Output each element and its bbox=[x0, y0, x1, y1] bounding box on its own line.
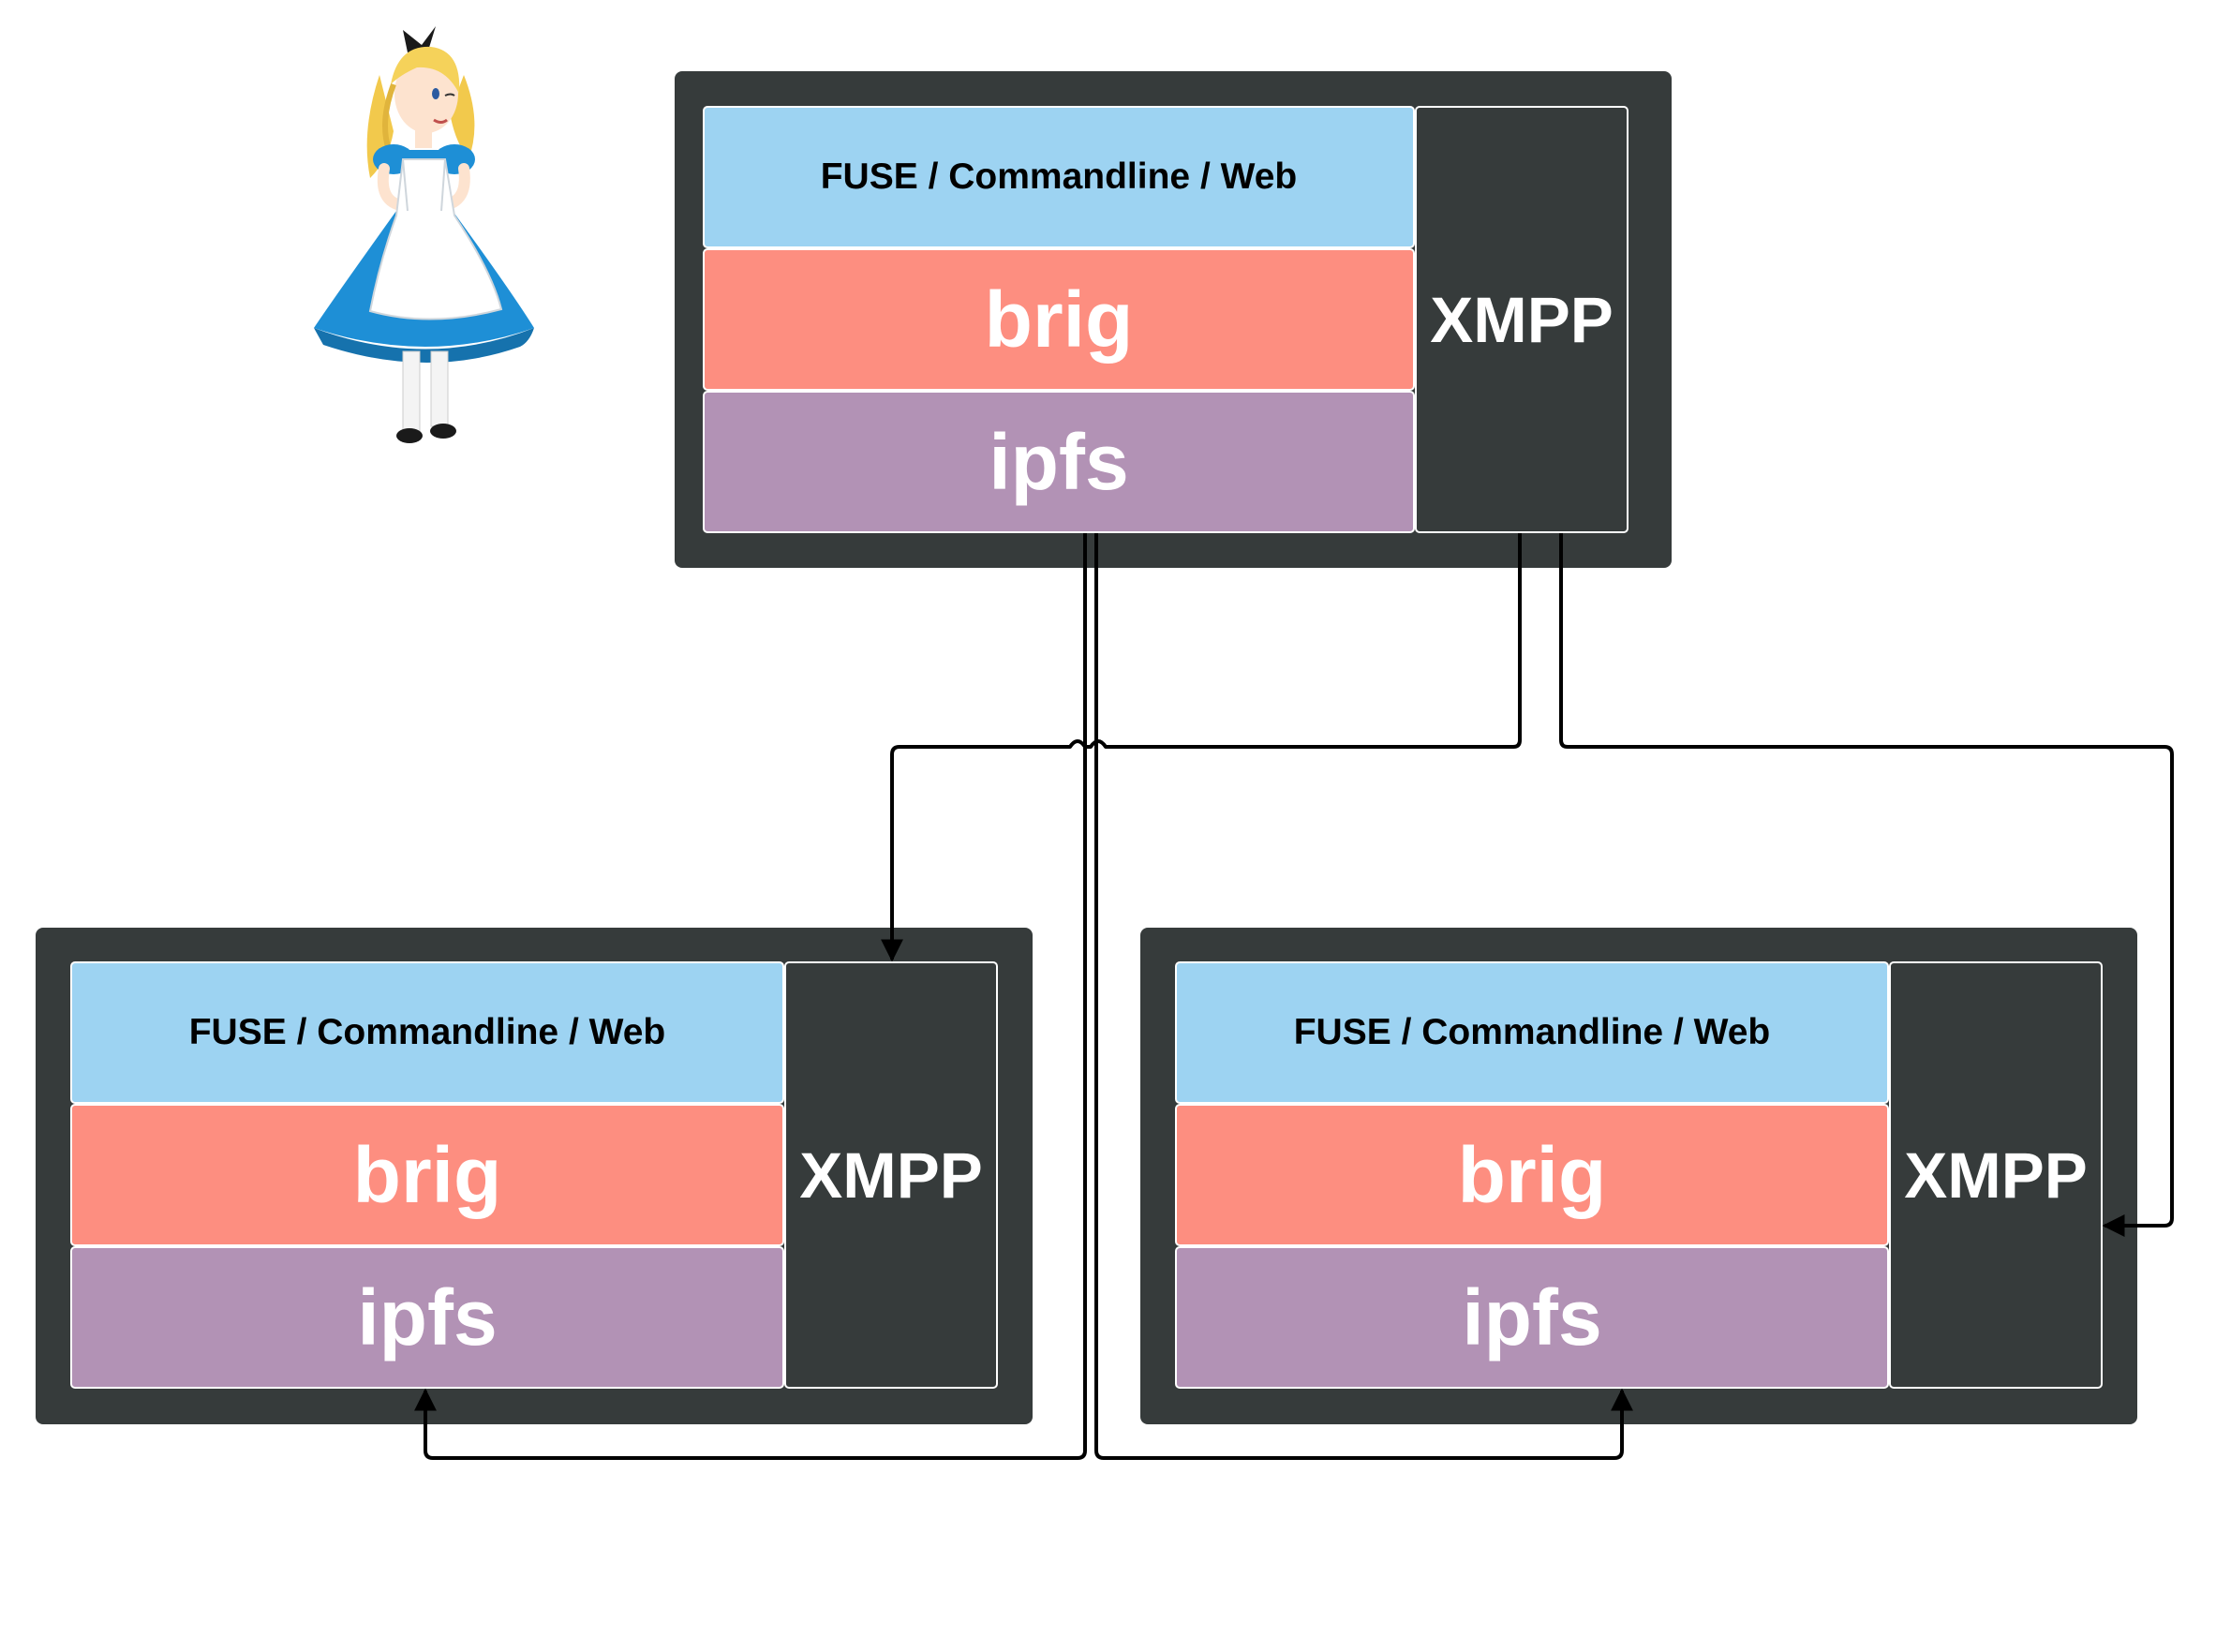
left-xmpp-layer: XMPP bbox=[784, 961, 998, 1389]
link-top-ipfs-to-right-ipfs bbox=[1094, 533, 1633, 1460]
right-brig-layer: brig bbox=[1175, 1104, 1889, 1246]
left-brig-layer: brig bbox=[70, 1104, 784, 1246]
alice-character-icon bbox=[314, 26, 534, 443]
left-ipfs-layer: ipfs bbox=[70, 1246, 784, 1389]
right-xmpp-layer: XMPP bbox=[1889, 961, 2103, 1389]
link-top-xmpp-to-left-xmpp bbox=[881, 533, 1522, 962]
right-ui-layer: FUSE / Commandline / Web bbox=[1175, 961, 1889, 1104]
top-xmpp-layer: XMPP bbox=[1415, 106, 1629, 533]
top-ui-layer: FUSE / Commandline / Web bbox=[703, 106, 1415, 248]
right-ipfs-layer: ipfs bbox=[1175, 1246, 1889, 1389]
left-ui-layer: FUSE / Commandline / Web bbox=[70, 961, 784, 1104]
link-top-ipfs-to-left-ipfs bbox=[414, 533, 1087, 1460]
link-top-xmpp-to-right-xmpp bbox=[1559, 533, 2174, 1237]
top-brig-layer: brig bbox=[703, 248, 1415, 391]
top-ipfs-layer: ipfs bbox=[703, 391, 1415, 533]
